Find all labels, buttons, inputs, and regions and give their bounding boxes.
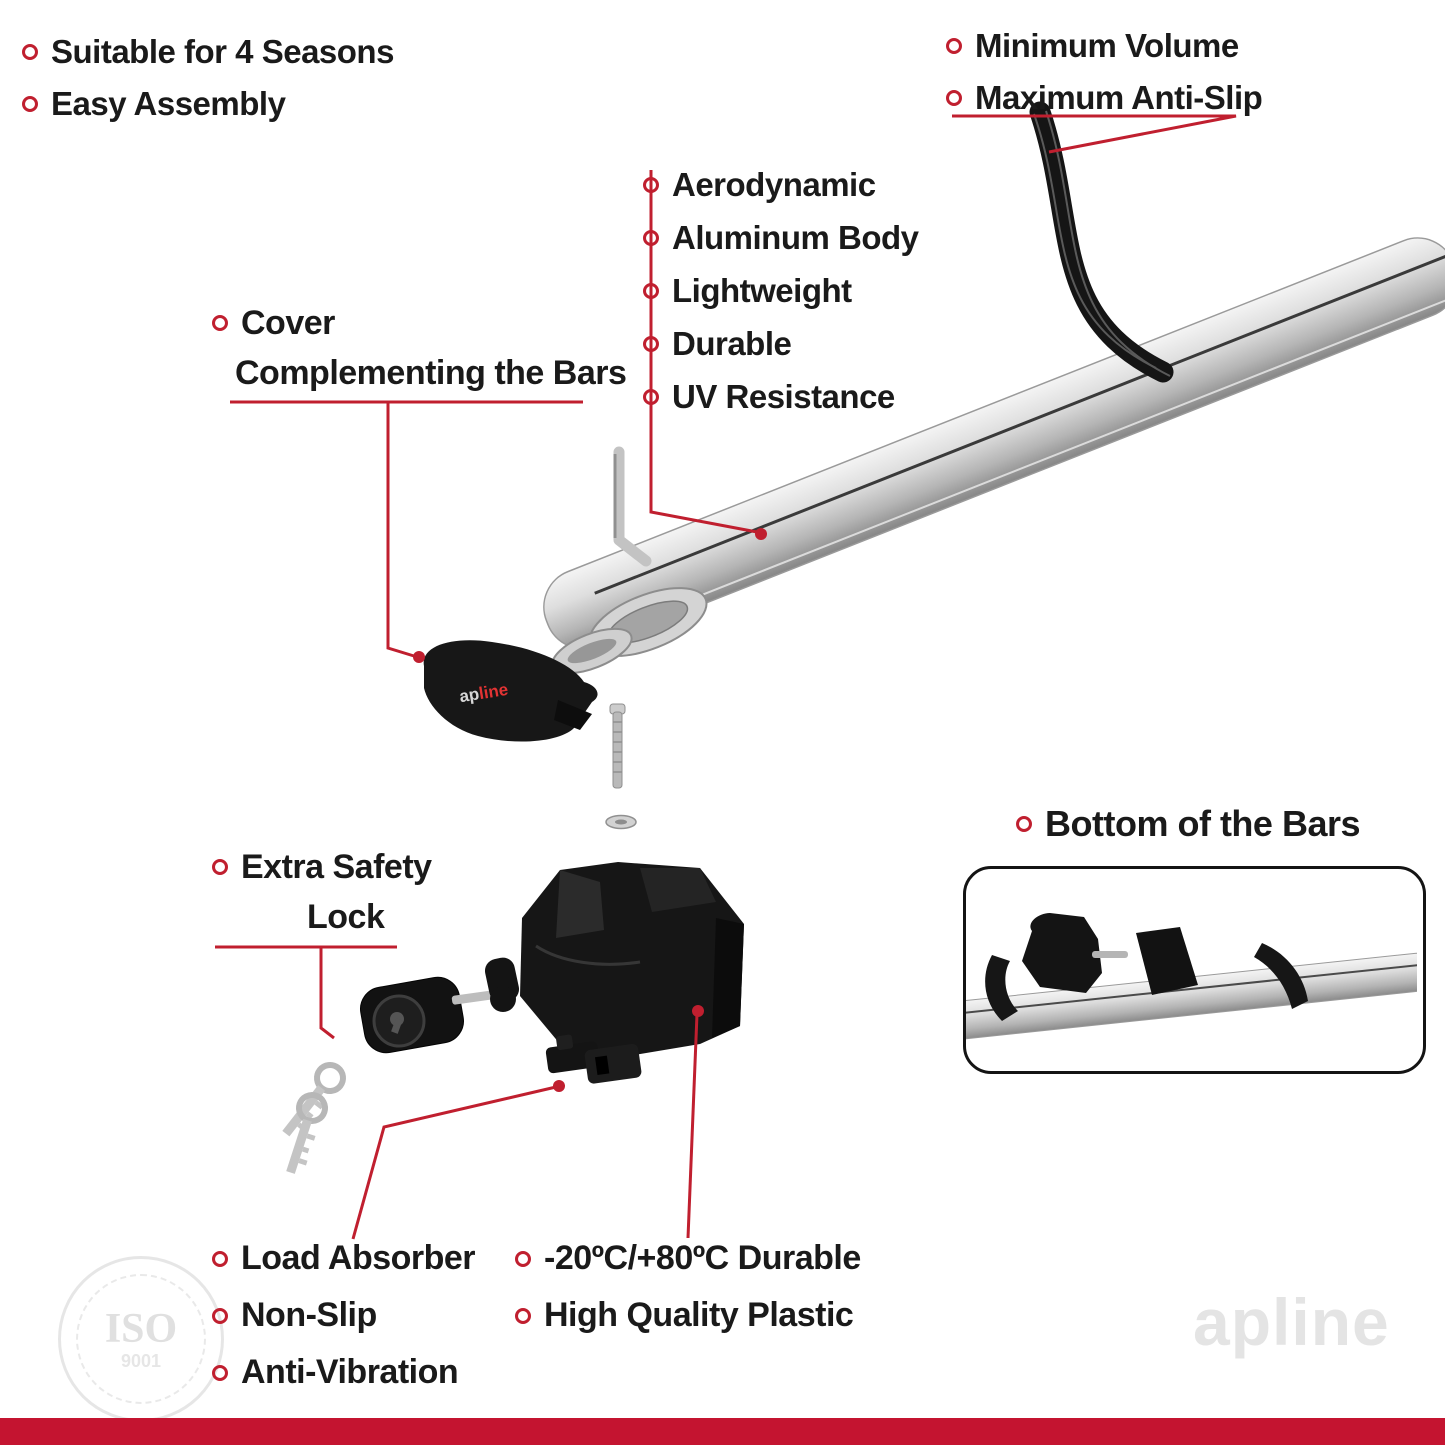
lock-callout: Extra Safety Lock (212, 842, 432, 942)
bullet-icon (212, 1364, 228, 1381)
bullet-icon (946, 38, 962, 54)
strip-feature-list: Minimum Volume Maximum Anti-Slip (946, 20, 1263, 124)
bullet-icon (515, 1307, 531, 1324)
roof-bar (543, 237, 1445, 650)
inset-wedge (1136, 927, 1198, 995)
bullet-icon (643, 229, 659, 246)
feature-text: Aerodynamic (672, 166, 876, 203)
security-lock (360, 957, 520, 1054)
feature-text: Aluminum Body (672, 219, 919, 256)
cover-callout-line2: Complementing the Bars (235, 354, 627, 392)
feature-item: Load Absorber (212, 1230, 476, 1287)
bullet-icon (212, 1307, 228, 1324)
iso-number: 9001 (120, 1351, 162, 1371)
material-feature-list: -20ºC/+80ºC Durable High Quality Plastic (515, 1230, 861, 1344)
bottom-view-inset (963, 866, 1426, 1074)
bullet-icon (643, 282, 659, 299)
feature-text: Anti-Vibration (241, 1353, 459, 1391)
bullet-icon (946, 90, 962, 106)
feature-item: Aerodynamic (643, 158, 919, 211)
bullet-icon (22, 96, 38, 112)
allen-key-icon (613, 446, 652, 567)
clamp-foot (520, 862, 744, 1056)
brand-watermark: apline (1193, 1285, 1390, 1359)
bottom-view-illustration (966, 913, 1417, 1040)
rubber-strip (1029, 101, 1174, 383)
feature-text: -20ºC/+80ºC Durable (544, 1239, 861, 1277)
top-left-feature-list: Suitable for 4 Seasons Easy Assembly (22, 26, 394, 130)
iso-stamp-inner: ISO 9001 (76, 1274, 206, 1404)
feature-item: High Quality Plastic (515, 1287, 861, 1344)
feature-text: Easy Assembly (51, 85, 286, 122)
feature-item: Non-Slip (212, 1287, 475, 1344)
feature-item: Easy Assembly (22, 78, 394, 130)
cover-callout-line1: Cover (212, 298, 626, 348)
bar-cover-cap: apline (423, 640, 598, 742)
feature-item: Aluminum Body (643, 211, 919, 264)
bottom-view-title: Bottom of the Bars (1016, 800, 1361, 848)
feature-text: UV Resistance (672, 378, 895, 415)
feature-item: Lightweight (643, 264, 919, 317)
keys (282, 1062, 346, 1174)
feature-item: -20ºC/+80ºC Durable (515, 1230, 861, 1287)
foot-feature-list: Load Absorber Non-Slip Anti-Vibration (212, 1230, 476, 1401)
cover-text: Cover (241, 304, 335, 342)
inset-right-strip (1254, 943, 1308, 1009)
feature-text: Minimum Volume (975, 27, 1239, 64)
feature-text: Suitable for 4 Seasons (51, 33, 394, 70)
lock-callout-line1: Extra Safety (212, 842, 432, 892)
cover-logo-ap: ap (458, 684, 481, 706)
bullet-icon (643, 176, 659, 193)
feature-text: Maximum Anti-Slip (975, 79, 1263, 116)
cover-callout: Cover Complementing the Bars (212, 298, 627, 398)
bullet-icon (643, 335, 659, 352)
feature-text: Durable (672, 325, 792, 362)
load-absorber-bracket (545, 1034, 642, 1084)
bullet-icon (22, 44, 38, 60)
bullet-icon (212, 315, 228, 331)
bullet-icon (1016, 816, 1032, 832)
feature-item: Durable (643, 317, 919, 370)
bullet-icon (212, 859, 228, 875)
feature-text: Non-Slip (241, 1296, 377, 1334)
iso-label: ISO (104, 1306, 178, 1352)
washer (605, 814, 637, 830)
lock-callout-line2: Lock (307, 898, 385, 936)
bullet-icon (212, 1250, 228, 1267)
bar-end-cross-section (551, 587, 708, 675)
feature-item: Anti-Vibration (212, 1344, 475, 1401)
footer-red-bar (0, 1418, 1445, 1445)
bottom-view-title-text: Bottom of the Bars (1045, 803, 1361, 844)
inset-left-strip (985, 955, 1018, 1021)
iso-stamp: ISO 9001 (58, 1256, 224, 1422)
feature-text: Lightweight (672, 272, 852, 309)
bullet-icon (643, 388, 659, 405)
inset-clamp (1022, 913, 1102, 993)
feature-item: Suitable for 4 Seasons (22, 26, 394, 78)
feature-text: Load Absorber (241, 1239, 476, 1277)
feature-item: Minimum Volume (946, 20, 1262, 72)
bullet-icon (515, 1250, 531, 1267)
feature-text: High Quality Plastic (544, 1296, 854, 1334)
cover-logo: apline (458, 680, 510, 706)
feature-item: Maximum Anti-Slip (946, 72, 1263, 124)
bolt (609, 703, 626, 789)
cover-logo-line: line (478, 680, 510, 703)
lock-text: Extra Safety (241, 848, 432, 886)
feature-item: UV Resistance (643, 370, 919, 423)
bar-feature-list: Aerodynamic Aluminum Body Lightweight Du… (643, 158, 919, 423)
inset-screw (1092, 951, 1128, 958)
